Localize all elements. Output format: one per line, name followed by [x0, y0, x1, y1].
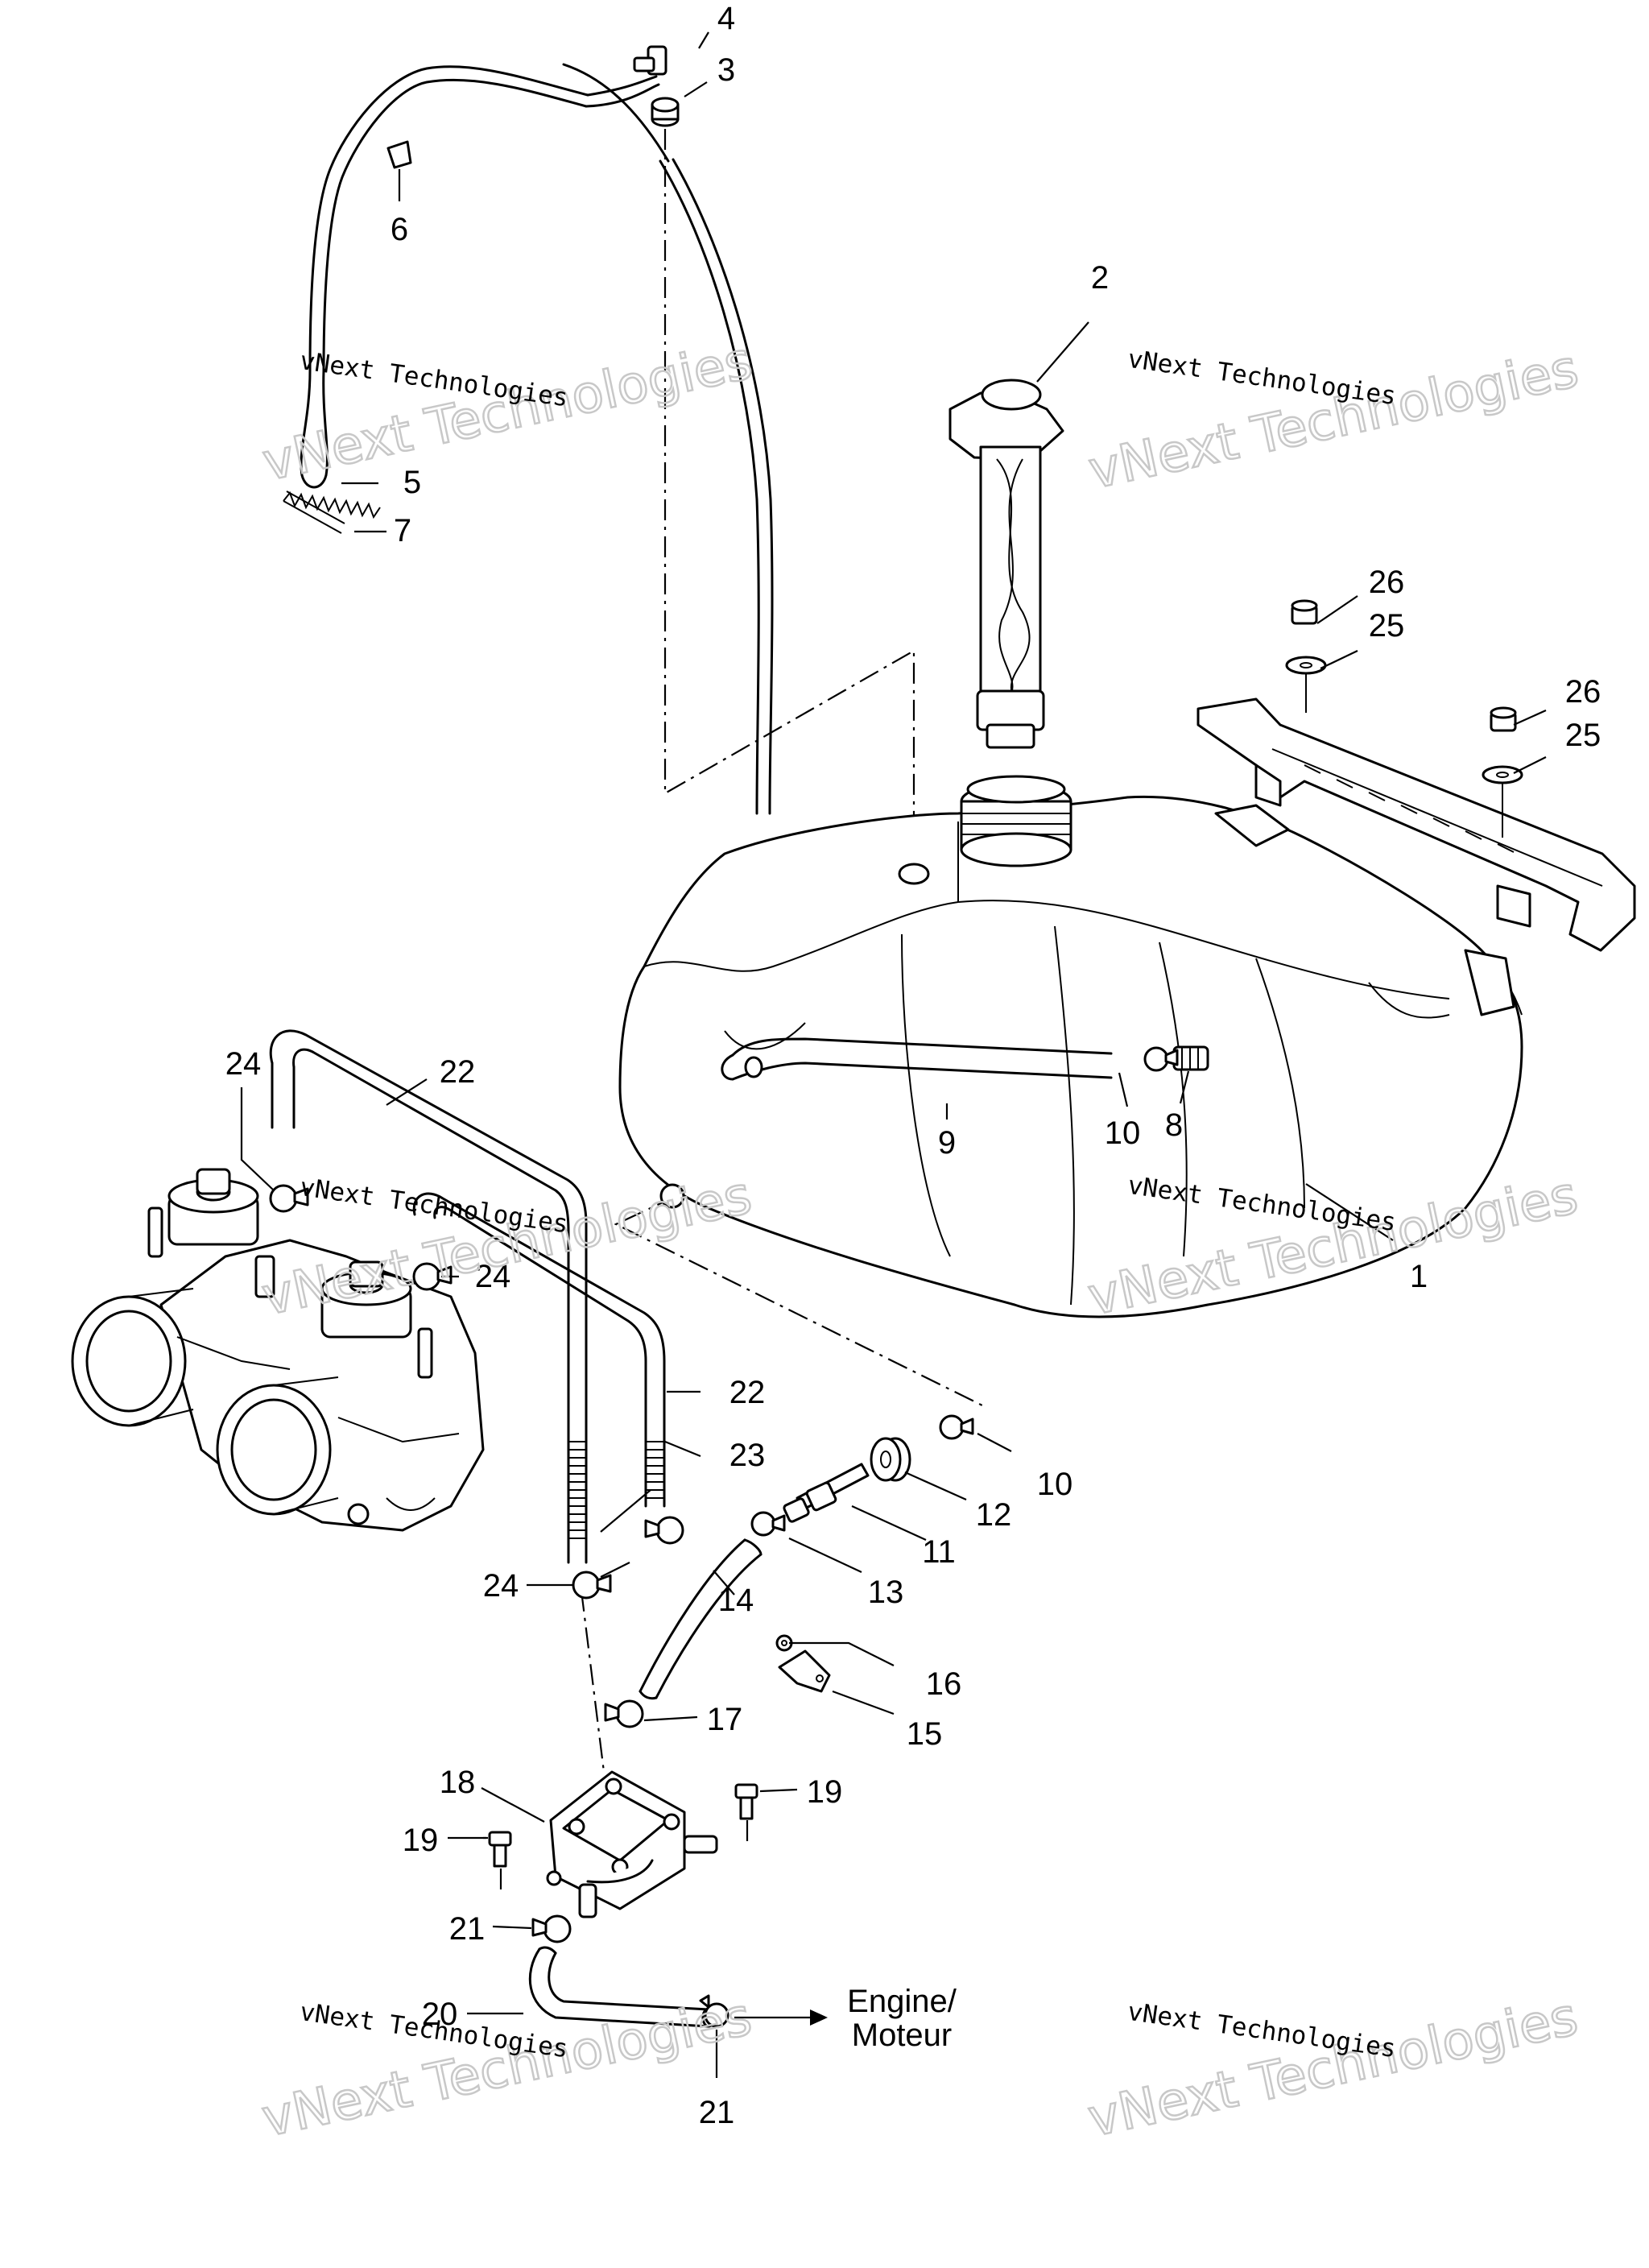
- watermark-small: vNext Technologies: [1126, 345, 1398, 411]
- assembly-line-vent: [663, 129, 915, 894]
- spring: [283, 490, 381, 534]
- callout-24-mid: 24: [475, 1259, 511, 1294]
- clamp-13: [750, 1511, 786, 1537]
- callout-14: 14: [718, 1583, 754, 1618]
- watermark-top-left: vNext Technologies vNext Technologies: [257, 330, 758, 494]
- clamp-24-mid: [412, 1262, 453, 1291]
- clamp-21-engine: [699, 1994, 729, 2028]
- callout-3: 3: [717, 52, 735, 88]
- vent-connector: [633, 45, 667, 76]
- callout-21-engine: 21: [699, 2095, 735, 2130]
- clamp-24-lower-right: [644, 1516, 684, 1545]
- callout-10-top: 10: [1105, 1115, 1141, 1151]
- callout-7: 7: [394, 513, 411, 548]
- callout-4: 4: [717, 1, 735, 36]
- fuel-hose-14: [639, 1538, 763, 1700]
- callout-1: 1: [1410, 1259, 1428, 1294]
- fuel-pump: [546, 1770, 718, 1918]
- bracket-nut-top: [1291, 599, 1318, 625]
- callout-17: 17: [707, 1702, 743, 1737]
- callout-16: 16: [926, 1666, 962, 1702]
- callout-11: 11: [922, 1534, 956, 1570]
- watermark-top-right: vNext Technologies vNext Technologies: [1083, 338, 1585, 502]
- callout-15: 15: [907, 1716, 943, 1752]
- callout-25-top: 25: [1369, 608, 1405, 644]
- callout-18: 18: [440, 1765, 476, 1800]
- clamp-21-pump: [531, 1914, 572, 1943]
- outlet-connector: [1172, 1045, 1209, 1071]
- assembly-line-outlet: [614, 1195, 983, 1406]
- clamp-10-top: [1143, 1046, 1179, 1072]
- leader-lines: [240, 31, 1547, 2078]
- engine-label-line2: Moteur: [852, 2018, 953, 2053]
- bracket-nut-right: [1490, 706, 1517, 732]
- watermark-middle-left: vNext Technologies vNext Technologies: [256, 1165, 758, 1328]
- callout-10-outlet: 10: [1037, 1467, 1073, 1502]
- bracket-washer-top: [1285, 656, 1327, 675]
- callout-24-top: 24: [225, 1046, 262, 1082]
- callout-2: 2: [1091, 260, 1109, 296]
- callout-26-top: 26: [1369, 565, 1405, 600]
- callout-6: 6: [391, 212, 408, 247]
- engine-arrow: [734, 2009, 828, 2026]
- callout-5: 5: [403, 465, 421, 500]
- clamp-24-top: [269, 1184, 309, 1213]
- screw-19-right: [734, 1783, 758, 1820]
- watermark-bottom-right: vNext Technologies vNext Technologies: [1082, 1986, 1584, 2150]
- vent-hose-right: [412, 1192, 666, 1508]
- screw-19-left: [488, 1831, 512, 1868]
- watermark-small: vNext Technologies: [298, 1173, 570, 1239]
- outlet-fitting-11: [783, 1463, 870, 1523]
- callout-19-right: 19: [807, 1774, 843, 1810]
- vent-grommet: [651, 97, 680, 127]
- clamp-10-outlet: [939, 1414, 974, 1440]
- callout-8: 8: [1165, 1107, 1183, 1143]
- clamp-24-lower-left: [572, 1571, 612, 1600]
- engine-label-line1: Engine/: [847, 1984, 957, 2019]
- callout-13: 13: [868, 1575, 904, 1610]
- fuel-gauge-cap: [948, 379, 1064, 749]
- watermark-bottom-left: vNext Technologies vNext Technologies: [256, 1986, 758, 2150]
- callout-numbers: 4 3 6 5 7 2 26 25 26 25 1 9 10 8 10 12 1…: [225, 1, 1601, 2130]
- vent-hose-left: [269, 1029, 588, 1564]
- callout-9: 9: [938, 1125, 956, 1161]
- callout-25-right: 25: [1565, 718, 1601, 753]
- carburetor-assembly: [71, 1168, 485, 1532]
- vent-tube: [300, 63, 774, 815]
- fuel-tank: [618, 775, 1523, 1318]
- callout-21-pump: 21: [449, 1911, 486, 1947]
- callout-20: 20: [422, 1997, 458, 2032]
- vent-clip: [386, 140, 412, 169]
- callout-23: 23: [729, 1438, 766, 1473]
- callout-26-right: 26: [1565, 674, 1601, 710]
- overflow-tube: [721, 1037, 1113, 1081]
- assembly-line-pump: [580, 1590, 605, 1773]
- callout-24-bottom: 24: [483, 1568, 519, 1604]
- bracket-15: [778, 1649, 831, 1693]
- callout-19-left: 19: [403, 1823, 439, 1858]
- callout-22-top: 22: [440, 1054, 476, 1090]
- bracket-washer-right: [1482, 765, 1523, 784]
- clamp-17: [604, 1699, 644, 1728]
- callout-22-right: 22: [729, 1375, 766, 1410]
- callout-12: 12: [976, 1497, 1012, 1533]
- support-bracket: [1196, 697, 1636, 952]
- grommet-12: [870, 1437, 911, 1482]
